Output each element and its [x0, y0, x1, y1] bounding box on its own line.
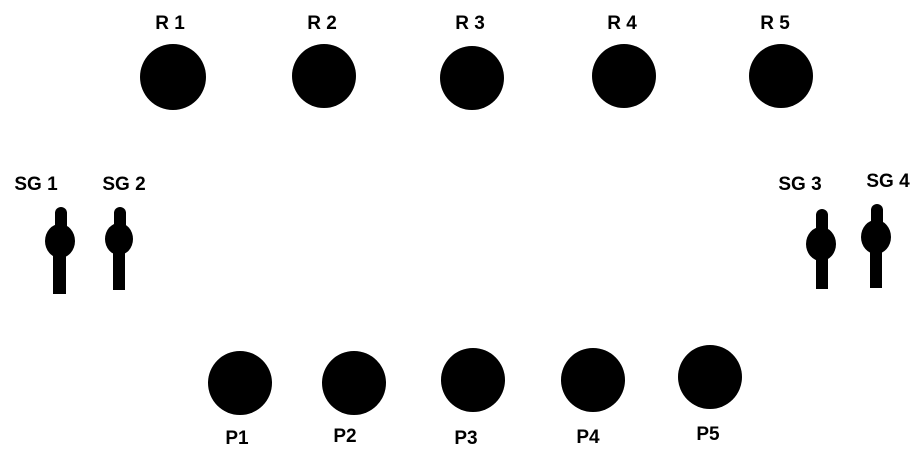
top-row: R 1 R 2 R 3 R 4 R 5	[140, 13, 813, 110]
label-p5: P5	[696, 424, 720, 445]
bottom-row: P1 P2 P3 P4 P5	[208, 345, 742, 449]
circle-r5	[749, 44, 813, 108]
label-sg1: SG 1	[14, 174, 58, 195]
marker-sg1	[45, 207, 75, 294]
marker-sg3	[806, 209, 836, 289]
label-p1: P1	[225, 428, 249, 449]
label-p4: P4	[576, 427, 600, 448]
label-r3: R 3	[455, 13, 485, 34]
label-r1: R 1	[155, 13, 185, 34]
circle-p5	[678, 345, 742, 409]
circle-p1	[208, 351, 272, 415]
circle-r4	[592, 44, 656, 108]
circle-p2	[322, 351, 386, 415]
label-sg2: SG 2	[102, 174, 145, 195]
circle-r2	[292, 44, 356, 108]
label-r4: R 4	[607, 13, 637, 34]
middle-right-group: SG 3 SG 4	[778, 171, 910, 289]
circle-r1	[140, 44, 206, 110]
label-r2: R 2	[307, 13, 337, 34]
marker-sg2	[105, 207, 133, 290]
circle-p3	[441, 348, 505, 412]
label-p2: P2	[333, 426, 356, 447]
circle-p4	[561, 348, 625, 412]
label-sg3: SG 3	[778, 174, 821, 195]
label-r5: R 5	[760, 13, 790, 34]
label-sg4: SG 4	[866, 171, 910, 192]
circle-r3	[440, 46, 504, 110]
marker-sg4	[861, 204, 891, 288]
label-p3: P3	[454, 428, 477, 449]
middle-left-group: SG 1 SG 2	[14, 174, 146, 294]
